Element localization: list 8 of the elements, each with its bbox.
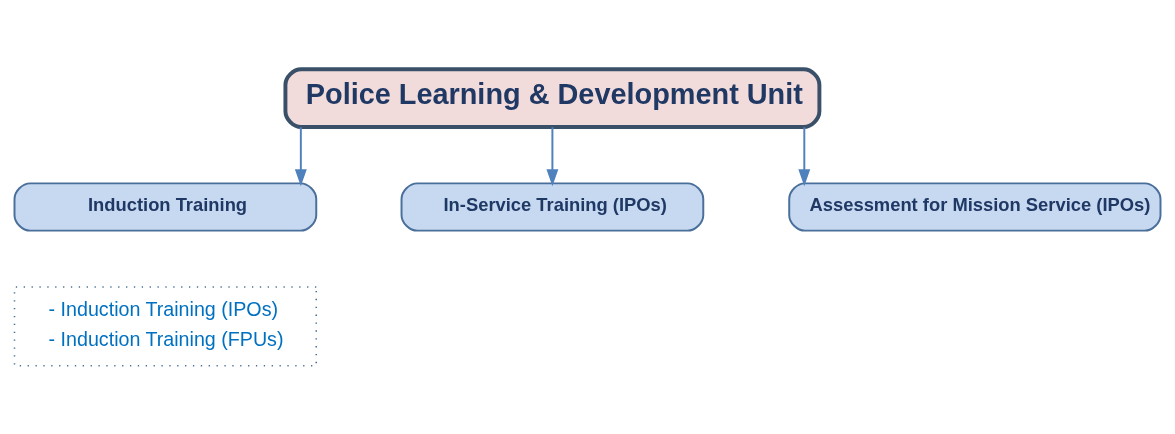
arrow — [294, 125, 307, 186]
node-box: - Induction Training (IPOs) - Induction Training (FPUs) — [13, 285, 318, 367]
node-box: In-Service Training (IPOs) — [400, 181, 705, 232]
node-box: Police Learning & Development Unit — [283, 66, 822, 129]
arrow — [798, 125, 811, 186]
arrow — [546, 125, 559, 186]
node-box: Induction Training — [13, 181, 318, 232]
node-box: Assessment for Mission Service (IPOs) — [788, 181, 1162, 232]
